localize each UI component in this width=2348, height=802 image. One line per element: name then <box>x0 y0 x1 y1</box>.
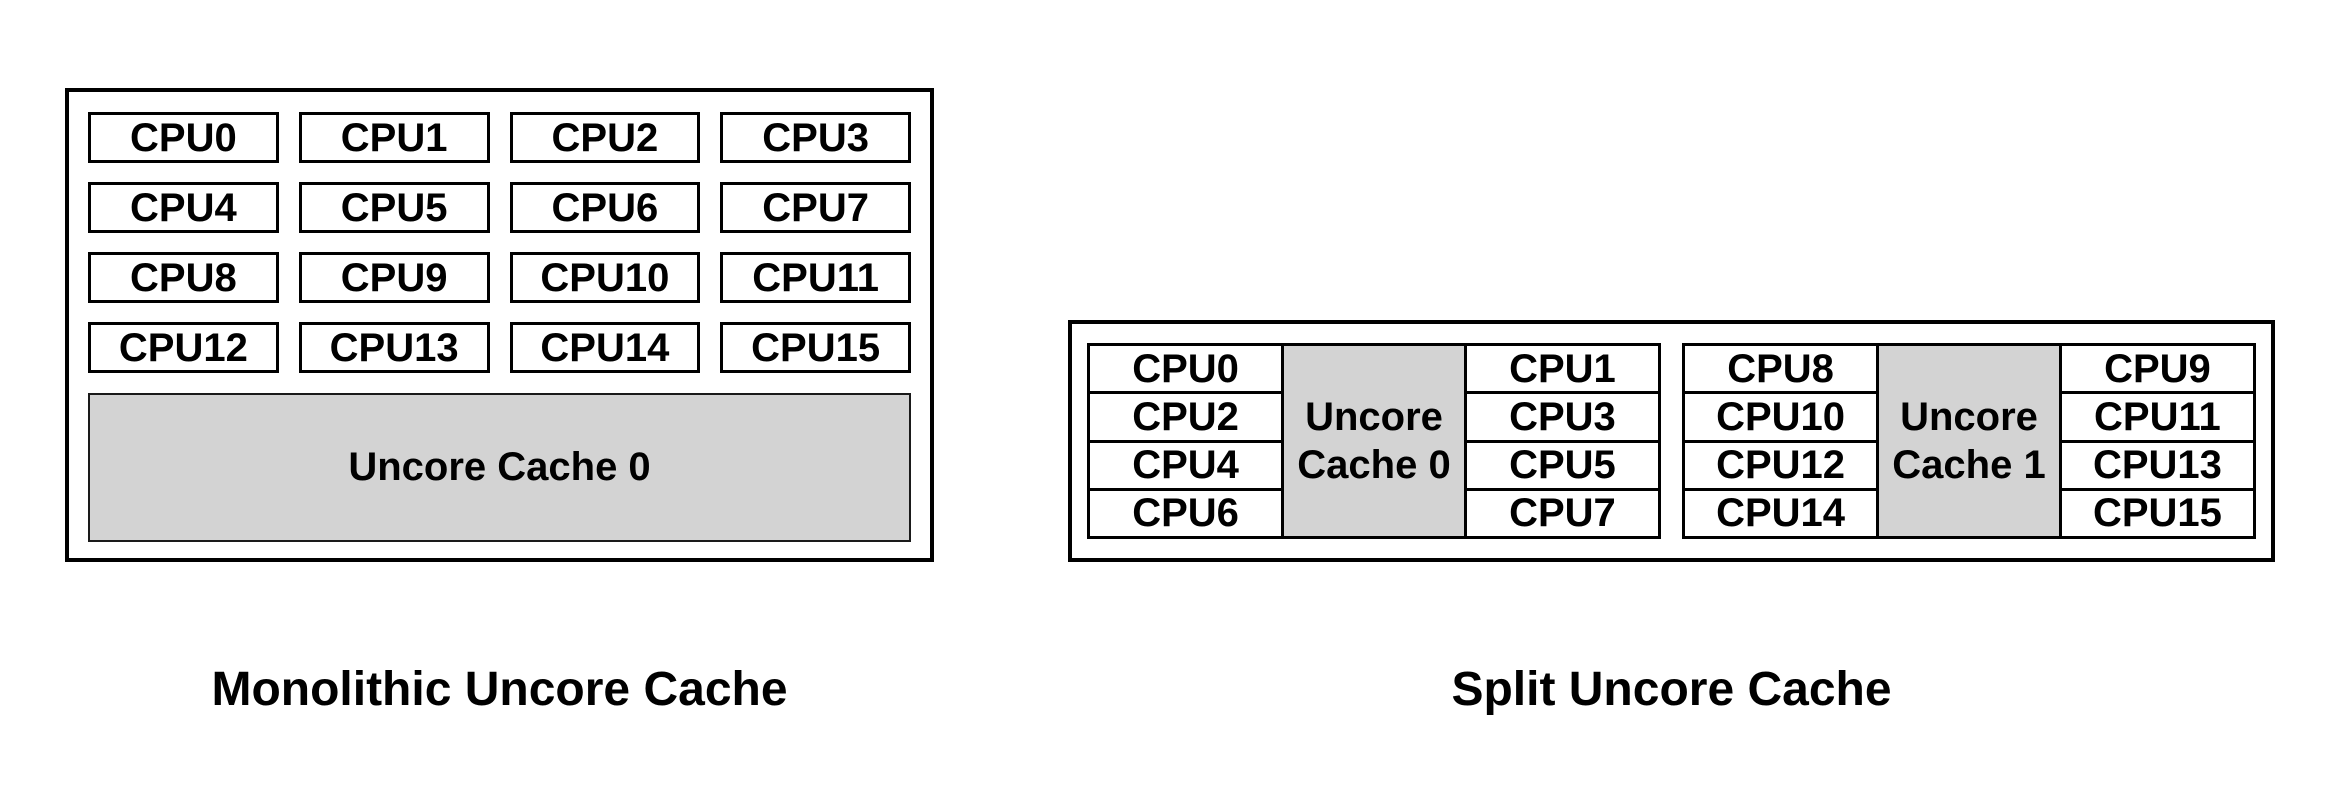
monolithic-diagram-caption: Monolithic Uncore Cache <box>211 663 788 716</box>
cpu6-cell: CPU6 <box>1086 487 1285 540</box>
cpu3-cell: CPU3 <box>1463 391 1662 443</box>
cpu5-cell: CPU5 <box>1463 439 1662 491</box>
cpu1-cell: CPU1 <box>1463 342 1662 395</box>
cpu0-cell: CPU0 <box>1086 342 1285 395</box>
cpu11-box: CPU11 <box>720 252 911 303</box>
cpu13-cell: CPU13 <box>2058 439 2257 491</box>
cpu8-cell: CPU8 <box>1681 342 1880 395</box>
monolithic-cpu-grid: CPU0 CPU1 CPU2 CPU3 CPU4 CPU5 CPU6 CPU7 … <box>88 112 911 373</box>
split-package-box: CPU0 Uncore Cache 0 CPU1 CPU2 CPU3 CPU4 … <box>1068 320 2275 562</box>
cpu2-box: CPU2 <box>509 112 701 163</box>
cpu12-cell: CPU12 <box>1681 439 1880 491</box>
split-cluster-0: CPU0 Uncore Cache 0 CPU1 CPU2 CPU3 CPU4 … <box>1086 342 1662 540</box>
split-diagram-caption: Split Uncore Cache <box>1451 663 1892 716</box>
cpu14-box: CPU14 <box>509 322 701 373</box>
cpu6-box: CPU6 <box>509 182 701 233</box>
cpu9-cell: CPU9 <box>2058 342 2257 395</box>
cpu8-box: CPU8 <box>88 252 279 303</box>
cpu14-cell: CPU14 <box>1681 487 1880 540</box>
monolithic-package-box: CPU0 CPU1 CPU2 CPU3 CPU4 CPU5 CPU6 CPU7 … <box>65 88 934 562</box>
cpu15-cell: CPU15 <box>2058 487 2257 540</box>
cpu3-box: CPU3 <box>720 112 911 163</box>
cpu4-cell: CPU4 <box>1086 439 1285 491</box>
cpu7-cell: CPU7 <box>1463 487 1662 540</box>
split-cluster-1: CPU8 Uncore Cache 1 CPU9 CPU10 CPU11 CPU… <box>1681 342 2257 540</box>
cpu11-cell: CPU11 <box>2058 391 2257 443</box>
cpu9-box: CPU9 <box>298 252 490 303</box>
uncore-cache-0-box: Uncore Cache 0 <box>88 393 911 542</box>
cpu5-box: CPU5 <box>298 182 490 233</box>
cpu13-box: CPU13 <box>298 322 490 373</box>
cpu2-cell: CPU2 <box>1086 391 1285 443</box>
uncore-cache-0-cell: Uncore Cache 0 <box>1281 343 1467 539</box>
cpu7-box: CPU7 <box>720 182 911 233</box>
cpu10-cell: CPU10 <box>1681 391 1880 443</box>
cpu1-box: CPU1 <box>298 112 490 163</box>
uncore-cache-1-cell: Uncore Cache 1 <box>1876 343 2062 539</box>
cpu0-box: CPU0 <box>88 112 279 163</box>
cpu10-box: CPU10 <box>509 252 701 303</box>
cpu12-box: CPU12 <box>88 322 279 373</box>
cpu4-box: CPU4 <box>88 182 279 233</box>
cpu15-box: CPU15 <box>720 322 911 373</box>
